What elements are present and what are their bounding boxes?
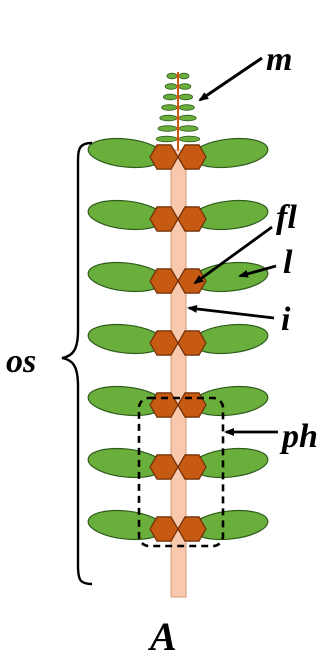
flower-right	[177, 516, 207, 542]
label-fl: fl	[276, 199, 297, 236]
meristem-leaflet	[162, 93, 178, 101]
meristem-leaflet	[178, 93, 194, 101]
arrow-l	[238, 264, 277, 278]
meristem-leaflet	[178, 104, 195, 111]
meristem-leaflet	[178, 114, 197, 122]
meristem-leaflet	[159, 114, 178, 122]
meristem-leaflet	[161, 104, 178, 111]
meristem-bud	[176, 116, 180, 120]
node-group	[87, 137, 269, 542]
phytomer-box	[137, 396, 225, 548]
flower-left	[149, 330, 179, 356]
meristem-leaflet	[178, 83, 192, 90]
meristem-leaflet	[164, 83, 178, 90]
meristem-bud	[176, 95, 180, 99]
meristem-leaflet	[178, 72, 190, 80]
arrow-i	[187, 304, 275, 320]
meristem-bud	[176, 74, 180, 78]
meristem-leaflet	[155, 135, 178, 143]
flower-left	[149, 516, 179, 542]
meristem	[155, 72, 201, 150]
flower-right	[177, 454, 207, 480]
os-brace	[61, 141, 93, 586]
flower-right	[177, 268, 207, 294]
flower-left	[149, 206, 179, 232]
flower-right	[177, 144, 207, 170]
flower-left	[149, 392, 179, 418]
flower-right	[177, 330, 207, 356]
label-i: i	[281, 301, 291, 338]
meristem-leaflet	[157, 125, 178, 132]
flower-left	[149, 454, 179, 480]
flower-right	[177, 206, 207, 232]
meristem-bud	[176, 105, 180, 110]
label-ph: ph	[279, 418, 318, 455]
arrow-m	[198, 56, 263, 102]
meristem-leaflet	[178, 135, 201, 143]
meristem-leaflet	[178, 125, 199, 132]
meristem-bud	[176, 137, 180, 141]
meristem-bud	[176, 126, 180, 131]
panel-label: A	[147, 614, 177, 659]
meristem-leaflet	[166, 72, 178, 80]
arrow-fl	[193, 225, 273, 285]
flower-left	[149, 144, 179, 170]
label-os: os	[6, 343, 36, 380]
label-l: l	[283, 244, 293, 281]
label-m: m	[266, 41, 292, 78]
flower-left	[149, 268, 179, 294]
meristem-bud	[176, 84, 180, 89]
